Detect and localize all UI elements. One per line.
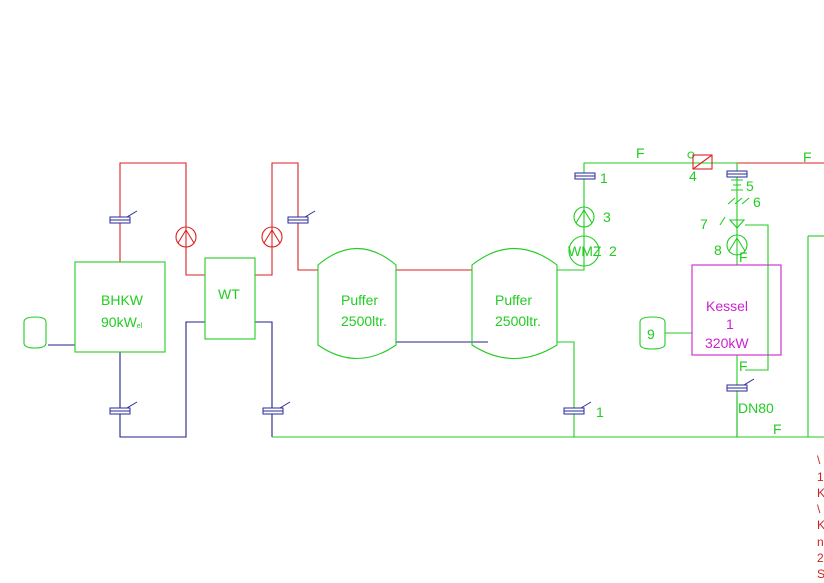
heat-exchanger-wt[interactable]: WT — [204, 257, 256, 340]
callout-1-top: 1 — [600, 170, 608, 186]
callout-f-kessel-top: F — [739, 249, 748, 265]
return-pipes — [48, 321, 738, 438]
callout-8: 8 — [714, 242, 722, 258]
pump-wt-icon[interactable] — [261, 226, 283, 248]
wt-name: WT — [218, 286, 240, 302]
callout-f-bottom: F — [773, 421, 782, 437]
callout-3: 3 — [603, 209, 611, 225]
callout-dn80: DN80 — [738, 400, 774, 416]
boiler-kessel[interactable]: Kessel 1 320kW — [691, 264, 782, 356]
svg-text:90kWel: 90kWel — [101, 314, 143, 330]
expansion-vessel-9[interactable]: 9 — [639, 316, 666, 350]
kessel-name: Kessel — [706, 298, 748, 314]
main-pipes — [272, 162, 824, 438]
legend-line: 2 — [817, 551, 824, 565]
kessel-number: 1 — [726, 316, 734, 332]
puffer1-name: Puffer — [341, 292, 378, 308]
callout-f-top-left: F — [636, 145, 645, 161]
bhkw-name: BHKW — [101, 292, 144, 308]
callout-labels: 1 3 2 1 4 5 6 7 8 DN80 F F F F F — [596, 145, 812, 437]
puffer2-volume: 2500ltr. — [495, 313, 541, 329]
valve-1-top-icon[interactable] — [574, 172, 596, 180]
valve-kessel-return-icon[interactable] — [726, 378, 755, 392]
valve-bhkw-return-icon[interactable] — [109, 401, 138, 415]
bhkw-power-suffix: el — [137, 323, 143, 330]
pump-3-icon[interactable] — [573, 206, 595, 228]
puffer2-name: Puffer — [495, 292, 532, 308]
valve-bhkw-supply-icon[interactable] — [109, 210, 138, 224]
pump-bhkw-icon[interactable] — [175, 226, 197, 248]
legend-line: K — [817, 486, 824, 500]
legend-line: 1 — [817, 470, 824, 484]
vessel-9-label: 9 — [647, 326, 655, 342]
heat-meter-wmz[interactable]: WMZ — [568, 235, 602, 267]
pump-8-icon[interactable] — [726, 234, 748, 256]
puffer1-volume: 2500ltr. — [341, 313, 387, 329]
legend-line: \ — [817, 453, 821, 467]
buffer-tank-2[interactable]: Puffer 2500ltr. — [471, 248, 558, 360]
callout-6: 6 — [753, 194, 761, 210]
legend-fragment: \ 1 K \ K n 2 S — [817, 453, 824, 581]
callout-f-top-right: F — [803, 149, 812, 165]
legend-line: n — [817, 535, 824, 549]
valve-wt-supply-icon[interactable] — [287, 210, 316, 224]
kessel-power: 320kW — [705, 335, 749, 351]
callout-2: 2 — [609, 243, 617, 259]
callout-f-kessel-bottom: F — [739, 358, 748, 374]
buffer-tank-1[interactable]: Puffer 2500ltr. — [317, 247, 397, 360]
valve-1-bottom-icon[interactable] — [563, 401, 592, 415]
bhkw-power: 90kW — [101, 314, 138, 330]
wmz-label: WMZ — [568, 243, 602, 259]
legend-line: \ — [817, 502, 821, 516]
valve-wt-return-icon[interactable] — [262, 401, 291, 415]
legend-line: K — [817, 518, 824, 532]
callout-1-bottom: 1 — [596, 404, 604, 420]
valve-kessel-supply-icon[interactable] — [726, 170, 748, 178]
callout-4: 4 — [689, 168, 697, 184]
supply-pipes — [119, 162, 824, 276]
callout-5: 5 — [746, 178, 754, 194]
mixing-valve-4-icon[interactable] — [687, 151, 713, 170]
expansion-vessel-left[interactable] — [23, 316, 47, 349]
bhkw-unit[interactable]: BHKW 90kWel — [74, 261, 166, 353]
fittings-5-6-7-icon[interactable] — [719, 179, 750, 229]
callout-7: 7 — [700, 216, 708, 232]
legend-line: S — [817, 567, 824, 581]
